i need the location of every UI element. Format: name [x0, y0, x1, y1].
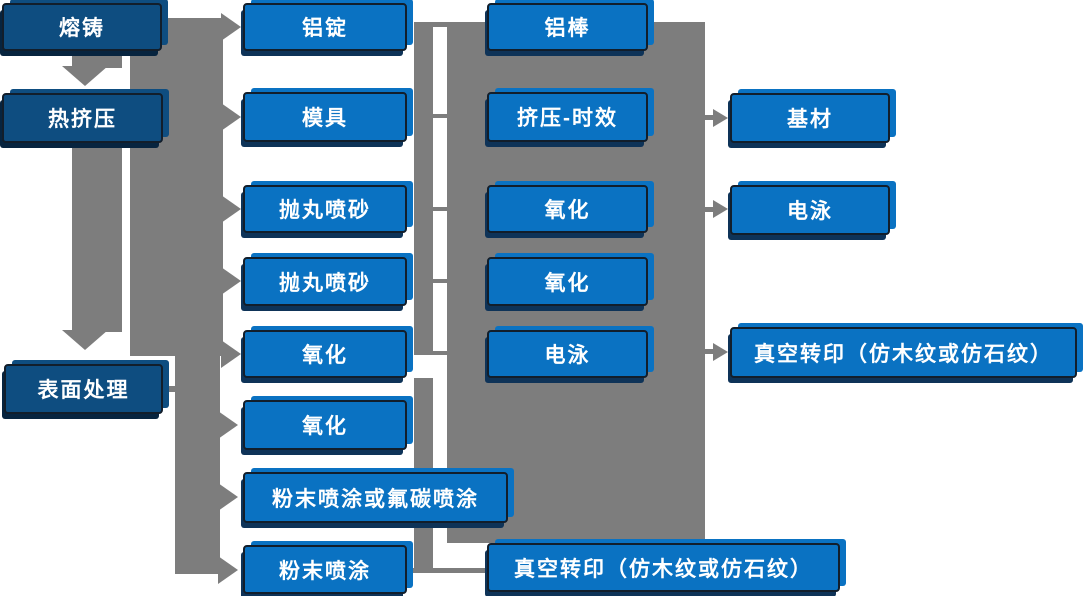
node-vacuum-transfer-right: 真空转印（仿木纹或仿石纹）	[730, 327, 1077, 378]
arrowhead-right-icon	[713, 109, 728, 127]
arrowhead-right-icon	[221, 103, 241, 131]
flow-connector-band	[175, 352, 220, 574]
flow-connector-band	[158, 386, 178, 392]
flow-connector-band	[414, 22, 433, 355]
node-powder-or-fluorocarbon: 粉末喷涂或氟碳喷涂	[243, 472, 508, 523]
arrowhead-right-icon	[218, 483, 238, 511]
node-surface-treatment: 表面处理	[4, 364, 163, 414]
node-aluminum-rod: 铝棒	[487, 3, 648, 51]
node-extrusion-aging: 挤压-时效	[487, 92, 648, 142]
flow-connector-band	[703, 115, 714, 120]
node-mold: 模具	[243, 92, 407, 142]
flow-connector-band	[408, 568, 488, 573]
arrowhead-down-icon	[62, 66, 108, 86]
node-melting-casting: 熔铸	[2, 3, 162, 51]
flow-connector-band	[432, 351, 448, 355]
node-vacuum-transfer-bottom: 真空转印（仿木纹或仿石纹）	[487, 543, 840, 592]
node-powder-coating: 粉末喷涂	[243, 545, 407, 594]
node-oxidation-1: 氧化	[243, 330, 407, 378]
node-base-material: 基材	[730, 93, 890, 143]
arrowhead-right-icon	[218, 411, 238, 439]
flow-connector-band	[432, 114, 448, 118]
node-oxidation-4: 氧化	[487, 257, 648, 306]
arrowhead-right-icon	[221, 340, 241, 368]
arrowhead-right-icon	[218, 556, 238, 584]
flow-connector-band	[432, 279, 448, 283]
flow-connector-band	[415, 22, 448, 27]
node-shot-blasting-1: 抛丸喷砂	[243, 185, 407, 233]
node-electrophoresis-2: 电泳	[730, 185, 890, 235]
flow-connector-band	[703, 349, 714, 354]
flow-connector-band	[130, 18, 223, 356]
node-shot-blasting-2: 抛丸喷砂	[243, 257, 407, 306]
arrowhead-right-icon	[713, 200, 728, 218]
node-aluminum-ingot: 铝锭	[243, 3, 407, 51]
arrowhead-right-icon	[713, 343, 728, 361]
flow-connector-band	[72, 140, 122, 332]
node-electrophoresis-1: 电泳	[487, 330, 648, 378]
arrowhead-right-icon	[221, 195, 241, 223]
node-oxidation-3: 氧化	[487, 185, 648, 233]
flow-connector-band	[703, 207, 714, 212]
flow-connector-band	[432, 207, 448, 211]
arrowhead-down-icon	[62, 330, 108, 350]
node-hot-extrusion: 热挤压	[2, 93, 163, 143]
arrowhead-right-icon	[221, 267, 241, 295]
arrowhead-right-icon	[221, 13, 241, 41]
node-oxidation-2: 氧化	[243, 400, 407, 450]
